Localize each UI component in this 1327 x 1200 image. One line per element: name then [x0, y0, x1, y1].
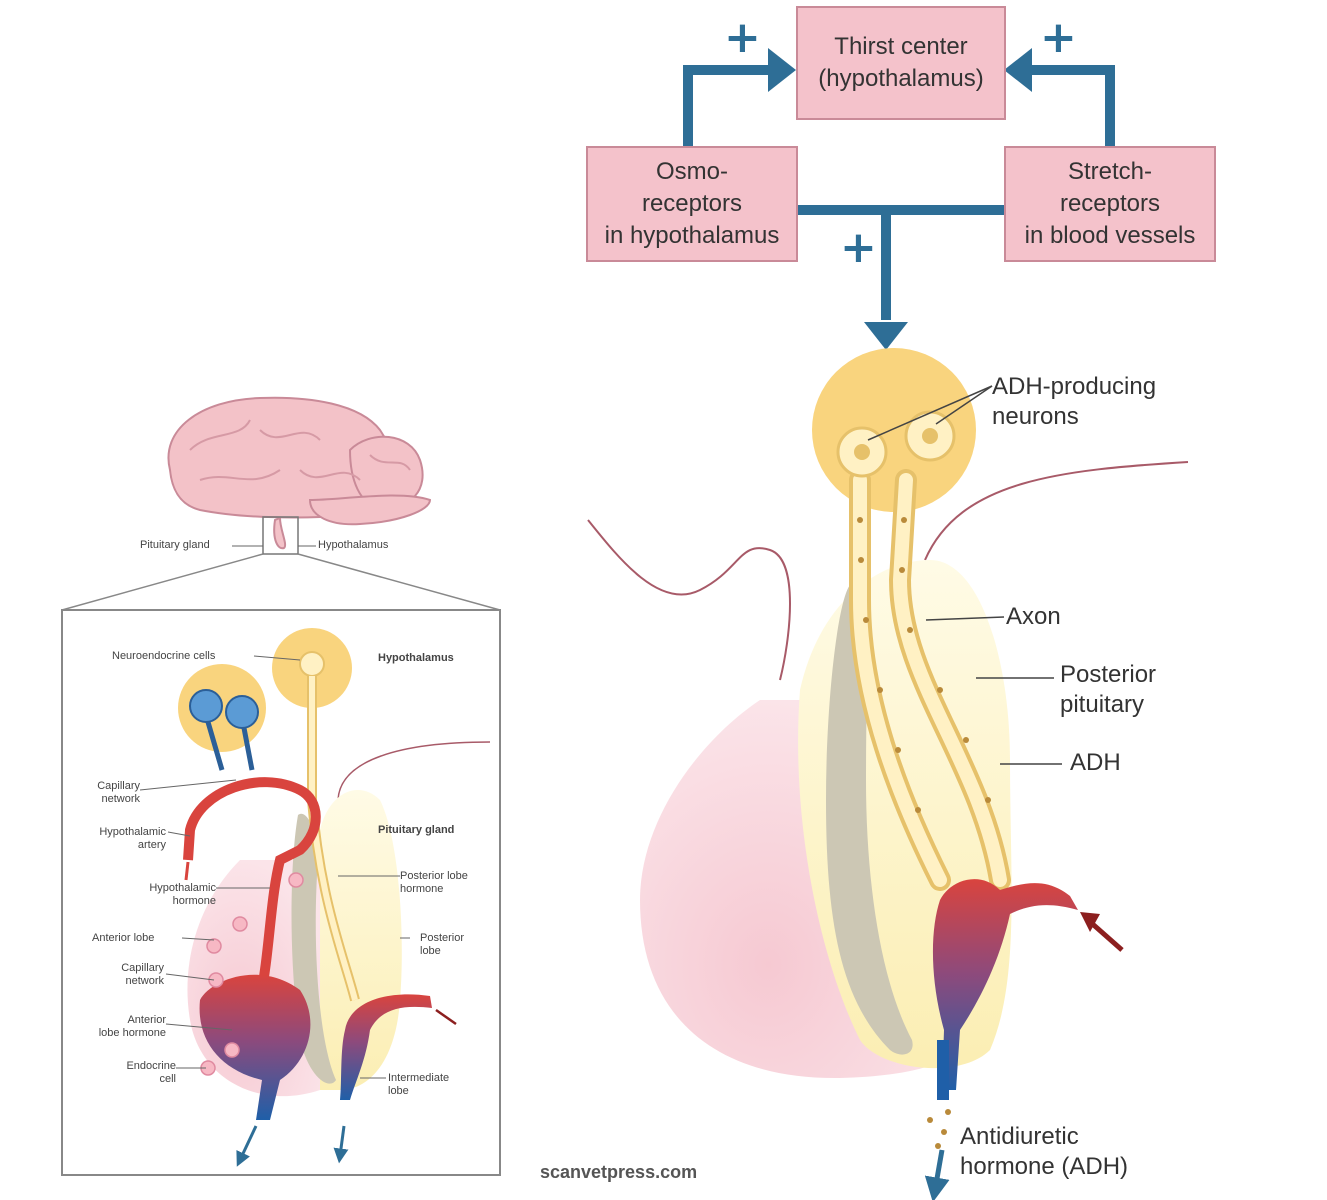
inset-portal-network	[199, 974, 311, 1120]
plus-sign-center: +	[840, 222, 877, 273]
hypothalamus-outline-right	[924, 461, 1189, 561]
receptors-to-neurons-connector	[798, 205, 1004, 320]
label-brain-hypothalamus: Hypothalamus	[318, 539, 389, 551]
inset-panel	[61, 609, 501, 1176]
label-inset-pituitary-gland: Pituitary gland	[378, 824, 455, 836]
inset-outflow-arrow-right	[333, 1125, 349, 1164]
intermediate-lobe	[826, 583, 913, 1055]
arterial-inflow-arrowhead	[1080, 912, 1100, 932]
main-leader-lines	[867, 385, 1062, 765]
inset-posterior-capillary	[340, 994, 432, 1100]
label-inset-posterior-lobe-hormone: Posterior lobe hormone	[400, 870, 468, 895]
arrowhead-into-neurons	[864, 322, 908, 350]
inset-outflow-arrow-left	[236, 1125, 258, 1167]
osmo-to-thirst-connector	[683, 65, 770, 148]
label-inset-endocrine-cell: Endocrine cell	[126, 1060, 176, 1085]
label-brain-pituitary-gland: Pituitary gland	[140, 539, 210, 551]
label-posterior-pituitary: Posterior pituitary	[1060, 661, 1157, 718]
label-inset-capillary-network-1: Capillary network	[97, 780, 140, 805]
source-credit: scanvetpress.com	[540, 1162, 698, 1182]
axon-left-inner	[853, 473, 947, 887]
label-antidiuretic-hormone: Antidiuretic hormone (ADH)	[960, 1123, 1129, 1180]
brainstem	[308, 494, 432, 526]
inset-cell-1	[189, 689, 223, 723]
thirst-center-box: Thirst center (hypothalamus)	[796, 6, 1006, 120]
inset-neuron	[299, 651, 325, 677]
osmoreceptors-box: Osmo- receptors in hypothalamus	[586, 146, 798, 262]
arrowhead-into-thirst-right	[1004, 48, 1032, 92]
zoom-lines	[61, 553, 501, 611]
label-inset-hypothalamic-artery: Hypothalamic artery	[99, 826, 166, 851]
adh-release-dots	[927, 1109, 951, 1149]
inset-artery-outflow-arrow	[184, 861, 190, 881]
flow-arrowheads	[768, 48, 1032, 350]
plus-sign-right: +	[1040, 12, 1077, 63]
stretch-to-thirst-connector	[1030, 65, 1115, 148]
label-inset-neuroendocrine-cells: Neuroendocrine cells	[112, 650, 216, 662]
inset-endocrine-cells	[200, 872, 304, 1076]
adh-neuron-right-nucleus	[922, 428, 938, 444]
label-inset-hypothalamus: Hypothalamus	[378, 652, 454, 664]
label-inset-anterior-lobe: Anterior lobe	[92, 932, 155, 944]
label-inset-posterior-lobe: Posterior lobe	[420, 932, 465, 957]
inset-arterial-inflow-arrow	[435, 1008, 457, 1026]
label-inset-intermediate-lobe: Intermediate lobe	[388, 1072, 450, 1097]
cerebellum	[348, 435, 424, 510]
inset-leader-lines	[139, 655, 410, 1079]
label-axon: Axon	[1006, 603, 1061, 630]
label-adh-producing-neurons: ADH-producing neurons	[992, 373, 1157, 430]
axon-right-inner	[892, 473, 1007, 887]
arrowhead-into-thirst-left	[768, 48, 796, 92]
adh-neuron-left-nucleus	[854, 444, 870, 460]
label-inset-hypothalamic-hormone: Hypothalamic hormone	[149, 882, 216, 907]
inset-hypothalamus-outline	[337, 741, 491, 801]
inset-cell-axons	[205, 721, 255, 771]
inset-cell-2	[225, 695, 259, 729]
brain-illustration	[61, 396, 501, 611]
zoom-box	[262, 516, 299, 555]
plus-sign-left: +	[724, 12, 761, 63]
flow-connectors	[683, 65, 1115, 320]
capillary-bed	[932, 879, 1078, 1090]
stretch-receptors-box: Stretch- receptors in blood vessels	[1004, 146, 1216, 262]
adh-granules	[857, 517, 991, 813]
brain-gyri	[189, 419, 411, 481]
pituitary-stalk	[273, 516, 287, 550]
hypothalamus-outline-left	[587, 519, 791, 681]
main-pituitary-diagram	[587, 348, 1189, 1200]
inset-artery	[183, 777, 321, 1001]
label-adh: ADH	[1070, 749, 1121, 776]
adh-release-arrow	[924, 1149, 950, 1200]
label-inset-capillary-network-2: Capillary network	[121, 962, 164, 987]
label-inset-anterior-lobe-hormone: Anterior lobe hormone	[98, 1014, 166, 1039]
